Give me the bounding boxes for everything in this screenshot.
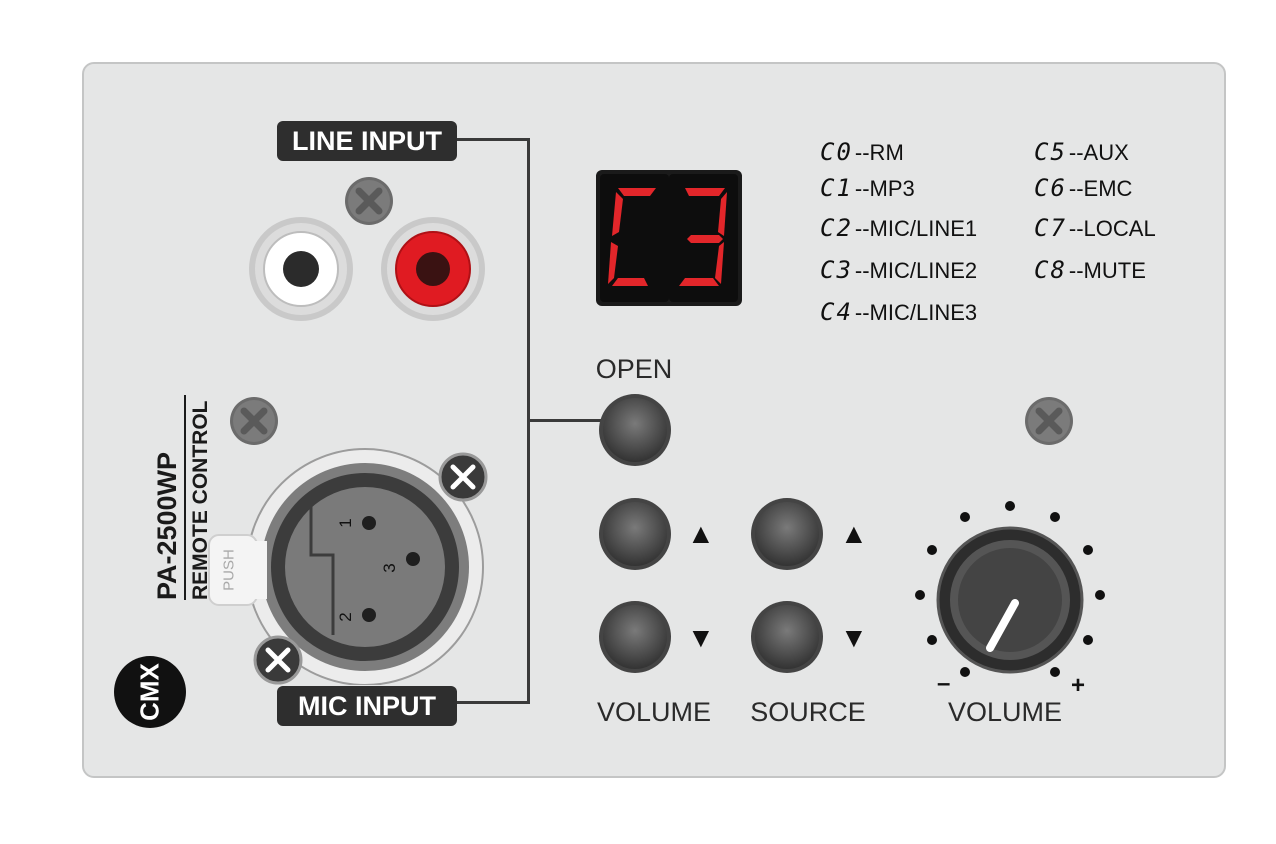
legend-item-c6: C6--EMC xyxy=(1034,174,1133,202)
screw-top-center xyxy=(345,177,393,225)
legend-item-c5: C5--AUX xyxy=(1034,138,1129,166)
knob-min-symbol: – xyxy=(937,670,951,697)
channel-display: C3 xyxy=(596,170,742,306)
display-digit-1 xyxy=(600,174,669,302)
mic-input-tag: MIC INPUT xyxy=(277,686,457,726)
volume-up-button[interactable] xyxy=(598,497,672,571)
display-value: C3 xyxy=(596,170,597,171)
legend-item-c2: C2--MIC/LINE1 xyxy=(820,214,978,242)
line-input-tag: LINE INPUT xyxy=(277,121,457,161)
legend-item-c7: C7--LOCAL xyxy=(1034,214,1156,242)
model-name: PA-2500WP xyxy=(152,451,182,600)
volume-up-arrow-icon: ▲ xyxy=(687,518,715,549)
wire-line-bottom xyxy=(456,701,530,704)
wire-line-top xyxy=(456,138,530,141)
screw-left xyxy=(230,397,278,445)
source-buttons-label: SOURCE xyxy=(750,697,866,727)
screw-right xyxy=(1025,397,1073,445)
xlr-pin-2-label: 2 xyxy=(336,612,355,622)
open-button[interactable] xyxy=(598,393,672,467)
legend-item-c4: C4--MIC/LINE3 xyxy=(820,298,978,326)
source-up-arrow-icon: ▲ xyxy=(840,518,868,549)
legend-item-c8: C8--MUTE xyxy=(1034,256,1146,284)
brand-text: CMX xyxy=(134,663,165,721)
source-down-button[interactable] xyxy=(750,600,824,674)
volume-knob-label: VOLUME xyxy=(947,697,1063,727)
source-down-arrow-icon: ▼ xyxy=(840,622,868,653)
volume-knob[interactable] xyxy=(910,500,1110,685)
source-up-button[interactable] xyxy=(750,497,824,571)
legend-item-c3: C3--MIC/LINE2 xyxy=(820,256,978,284)
legend-item-c0: C0--RM xyxy=(820,138,904,166)
volume-down-button[interactable] xyxy=(598,600,672,674)
rca-jack-red[interactable] xyxy=(380,216,486,322)
wire-open xyxy=(527,419,601,422)
push-tab-label: PUSH xyxy=(220,549,238,591)
display-digit-2 xyxy=(669,174,738,302)
rca-jack-white[interactable] xyxy=(248,216,354,322)
title-divider xyxy=(184,395,186,600)
xlr-mic-connector[interactable] xyxy=(205,445,495,685)
knob-max-symbol: + xyxy=(1071,672,1086,699)
volume-buttons-label: VOLUME xyxy=(596,697,712,727)
xlr-pin-1-label: 1 xyxy=(336,518,355,528)
xlr-pin-3-label: 3 xyxy=(380,563,399,573)
brand-logo: CMX xyxy=(114,656,186,728)
open-label: OPEN xyxy=(595,354,673,384)
volume-down-arrow-icon: ▼ xyxy=(687,622,715,653)
legend-item-c1: C1--MP3 xyxy=(820,174,915,202)
